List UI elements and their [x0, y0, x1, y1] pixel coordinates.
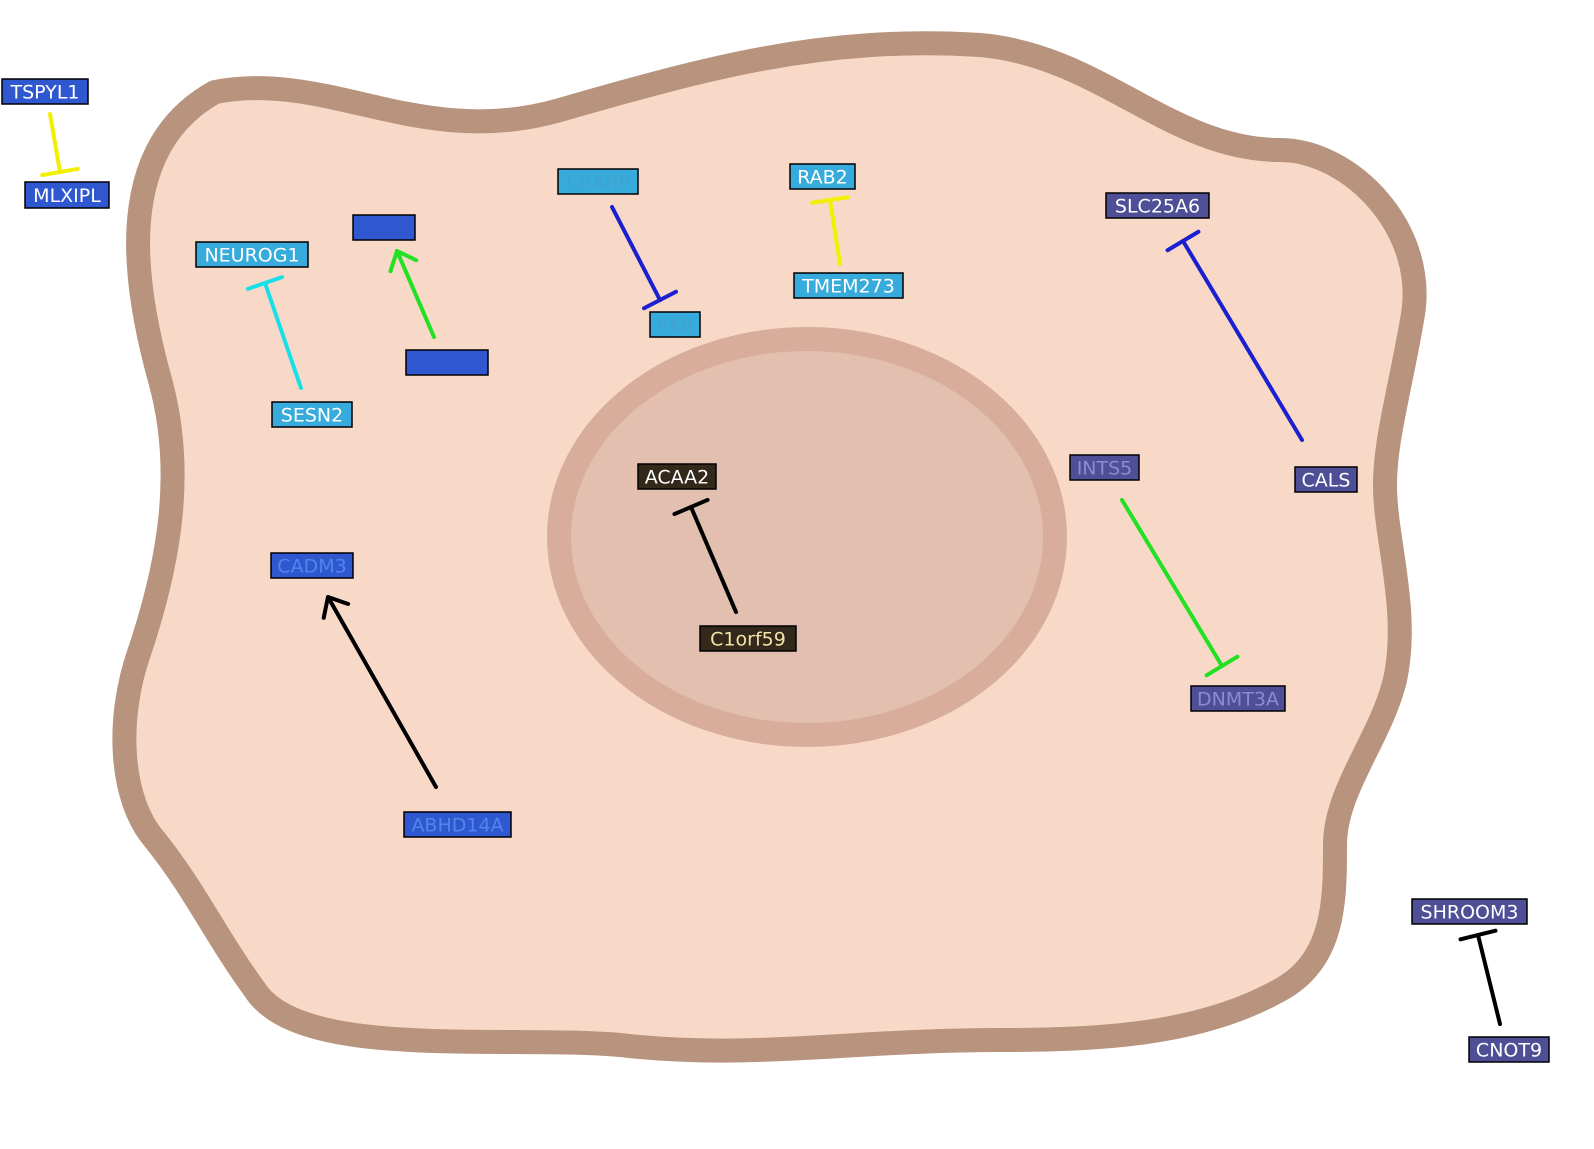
edge-line	[1120, 498, 1224, 668]
gene-label: INTS5	[1077, 458, 1133, 480]
gene-box	[1294, 466, 1358, 493]
edge-line	[263, 281, 303, 390]
edge-TSPYL1-MLXIPL	[40, 112, 80, 178]
edge-SESN2-NEUROG1	[245, 275, 303, 390]
gene-label: SESN2	[281, 405, 343, 427]
gene-box	[1, 78, 89, 105]
gene-label: MLXIPL	[33, 185, 101, 207]
gene-box	[789, 163, 856, 190]
gene-box	[699, 625, 797, 652]
gene-box	[1105, 192, 1210, 219]
inhibition-bar	[672, 497, 710, 517]
gene-node-acaa2[interactable]: ACAA2	[637, 463, 717, 490]
gene-box	[1069, 454, 1140, 481]
edge-C1orf59-ACAA2	[672, 497, 738, 614]
gene-box	[1411, 898, 1528, 925]
gene-node-c1orf59[interactable]: C1orf59	[699, 625, 797, 652]
gene-node-neurog1[interactable]: NEUROG1	[195, 241, 309, 268]
inhibition-bar	[1165, 229, 1201, 253]
inhibition-bar	[1204, 654, 1240, 678]
edge-INTS5-DNMT3A	[1120, 498, 1240, 678]
gene-node-mlxipl[interactable]: MLXIPL	[24, 181, 110, 209]
gene-node-cbarp[interactable]: CBARP	[557, 168, 639, 195]
gene-node-unlabeled-top[interactable]	[352, 214, 416, 241]
gene-node-shroom3[interactable]: SHROOM3	[1411, 898, 1528, 925]
gene-label: TSPYL1	[10, 82, 80, 104]
inhibition-bar	[810, 195, 850, 205]
gene-node-sesn2[interactable]: SESN2	[271, 401, 353, 428]
gene-label: CALS	[1302, 470, 1351, 492]
edge-TMEM273-RAB2	[810, 195, 850, 266]
activation-arrowhead	[321, 595, 351, 620]
gene-label: RAB2	[797, 167, 848, 189]
gene-label: SHROOM3	[1421, 902, 1519, 924]
edge-CALS-SLC25A6	[1165, 229, 1304, 442]
inhibition-bar	[1458, 928, 1498, 942]
gene-box	[637, 463, 717, 490]
gene-box	[195, 241, 309, 268]
edge-unlabeled-mid-unlabeled-top	[388, 249, 436, 339]
gene-box	[405, 349, 489, 376]
edge-CBARP-AK8	[610, 205, 678, 311]
edge-line	[689, 505, 738, 614]
interaction-edges	[40, 112, 1502, 1026]
nucleus	[547, 327, 1067, 747]
gene-box	[1468, 1036, 1550, 1063]
gene-node-ints5[interactable]: INTS5	[1069, 454, 1140, 481]
edge-line	[828, 198, 842, 266]
gene-box	[649, 311, 701, 338]
gene-node-tspyl1[interactable]: TSPYL1	[1, 78, 89, 105]
gene-box	[557, 168, 639, 195]
gene-node-cnot9[interactable]: CNOT9	[1468, 1036, 1550, 1063]
edge-line	[1181, 239, 1304, 442]
gene-box	[270, 552, 354, 579]
gene-label: TMEM273	[801, 276, 895, 298]
edge-line	[326, 595, 438, 789]
inhibition-bar	[40, 166, 80, 178]
edge-line	[610, 205, 662, 302]
edge-ABHD14A-CADM3	[321, 595, 438, 789]
gene-node-abhd14a[interactable]: ABHD14A	[403, 811, 512, 838]
edge-line	[395, 249, 436, 339]
gene-label: ACAA2	[645, 467, 710, 489]
gene-label: C1orf59	[710, 629, 786, 651]
gene-box	[403, 811, 512, 838]
gene-label: AK8	[656, 315, 694, 337]
gene-box	[793, 272, 904, 299]
gene-label: CBARP	[566, 172, 630, 194]
gene-label: ABHD14A	[411, 815, 503, 837]
edge-CNOT9-SHROOM3	[1458, 928, 1502, 1026]
gene-node-dnmt3a[interactable]: DNMT3A	[1190, 685, 1286, 712]
gene-node-cadm3[interactable]: CADM3	[270, 552, 354, 579]
gene-node-unlabeled-mid[interactable]	[405, 349, 489, 376]
gene-node-rab2[interactable]: RAB2	[789, 163, 856, 190]
gene-box	[271, 401, 353, 428]
gene-label: SLC25A6	[1115, 196, 1200, 218]
gene-box	[352, 214, 416, 241]
gene-label: NEUROG1	[204, 245, 299, 267]
gene-box	[24, 181, 110, 209]
gene-node-cals[interactable]: CALS	[1294, 466, 1358, 493]
edge-line	[1476, 933, 1502, 1026]
gene-label: CADM3	[277, 556, 346, 578]
gene-label: DNMT3A	[1197, 689, 1279, 711]
gene-node-ak8[interactable]: AK8	[649, 311, 701, 338]
edge-line	[48, 112, 62, 174]
gene-box	[1190, 685, 1286, 712]
inhibition-bar	[642, 289, 678, 311]
activation-arrowhead	[388, 249, 419, 274]
gene-node-tmem273[interactable]: TMEM273	[793, 272, 904, 299]
gene-node-slc25a6[interactable]: SLC25A6	[1105, 192, 1210, 219]
gene-label: CNOT9	[1476, 1040, 1542, 1062]
inhibition-bar	[245, 275, 285, 291]
